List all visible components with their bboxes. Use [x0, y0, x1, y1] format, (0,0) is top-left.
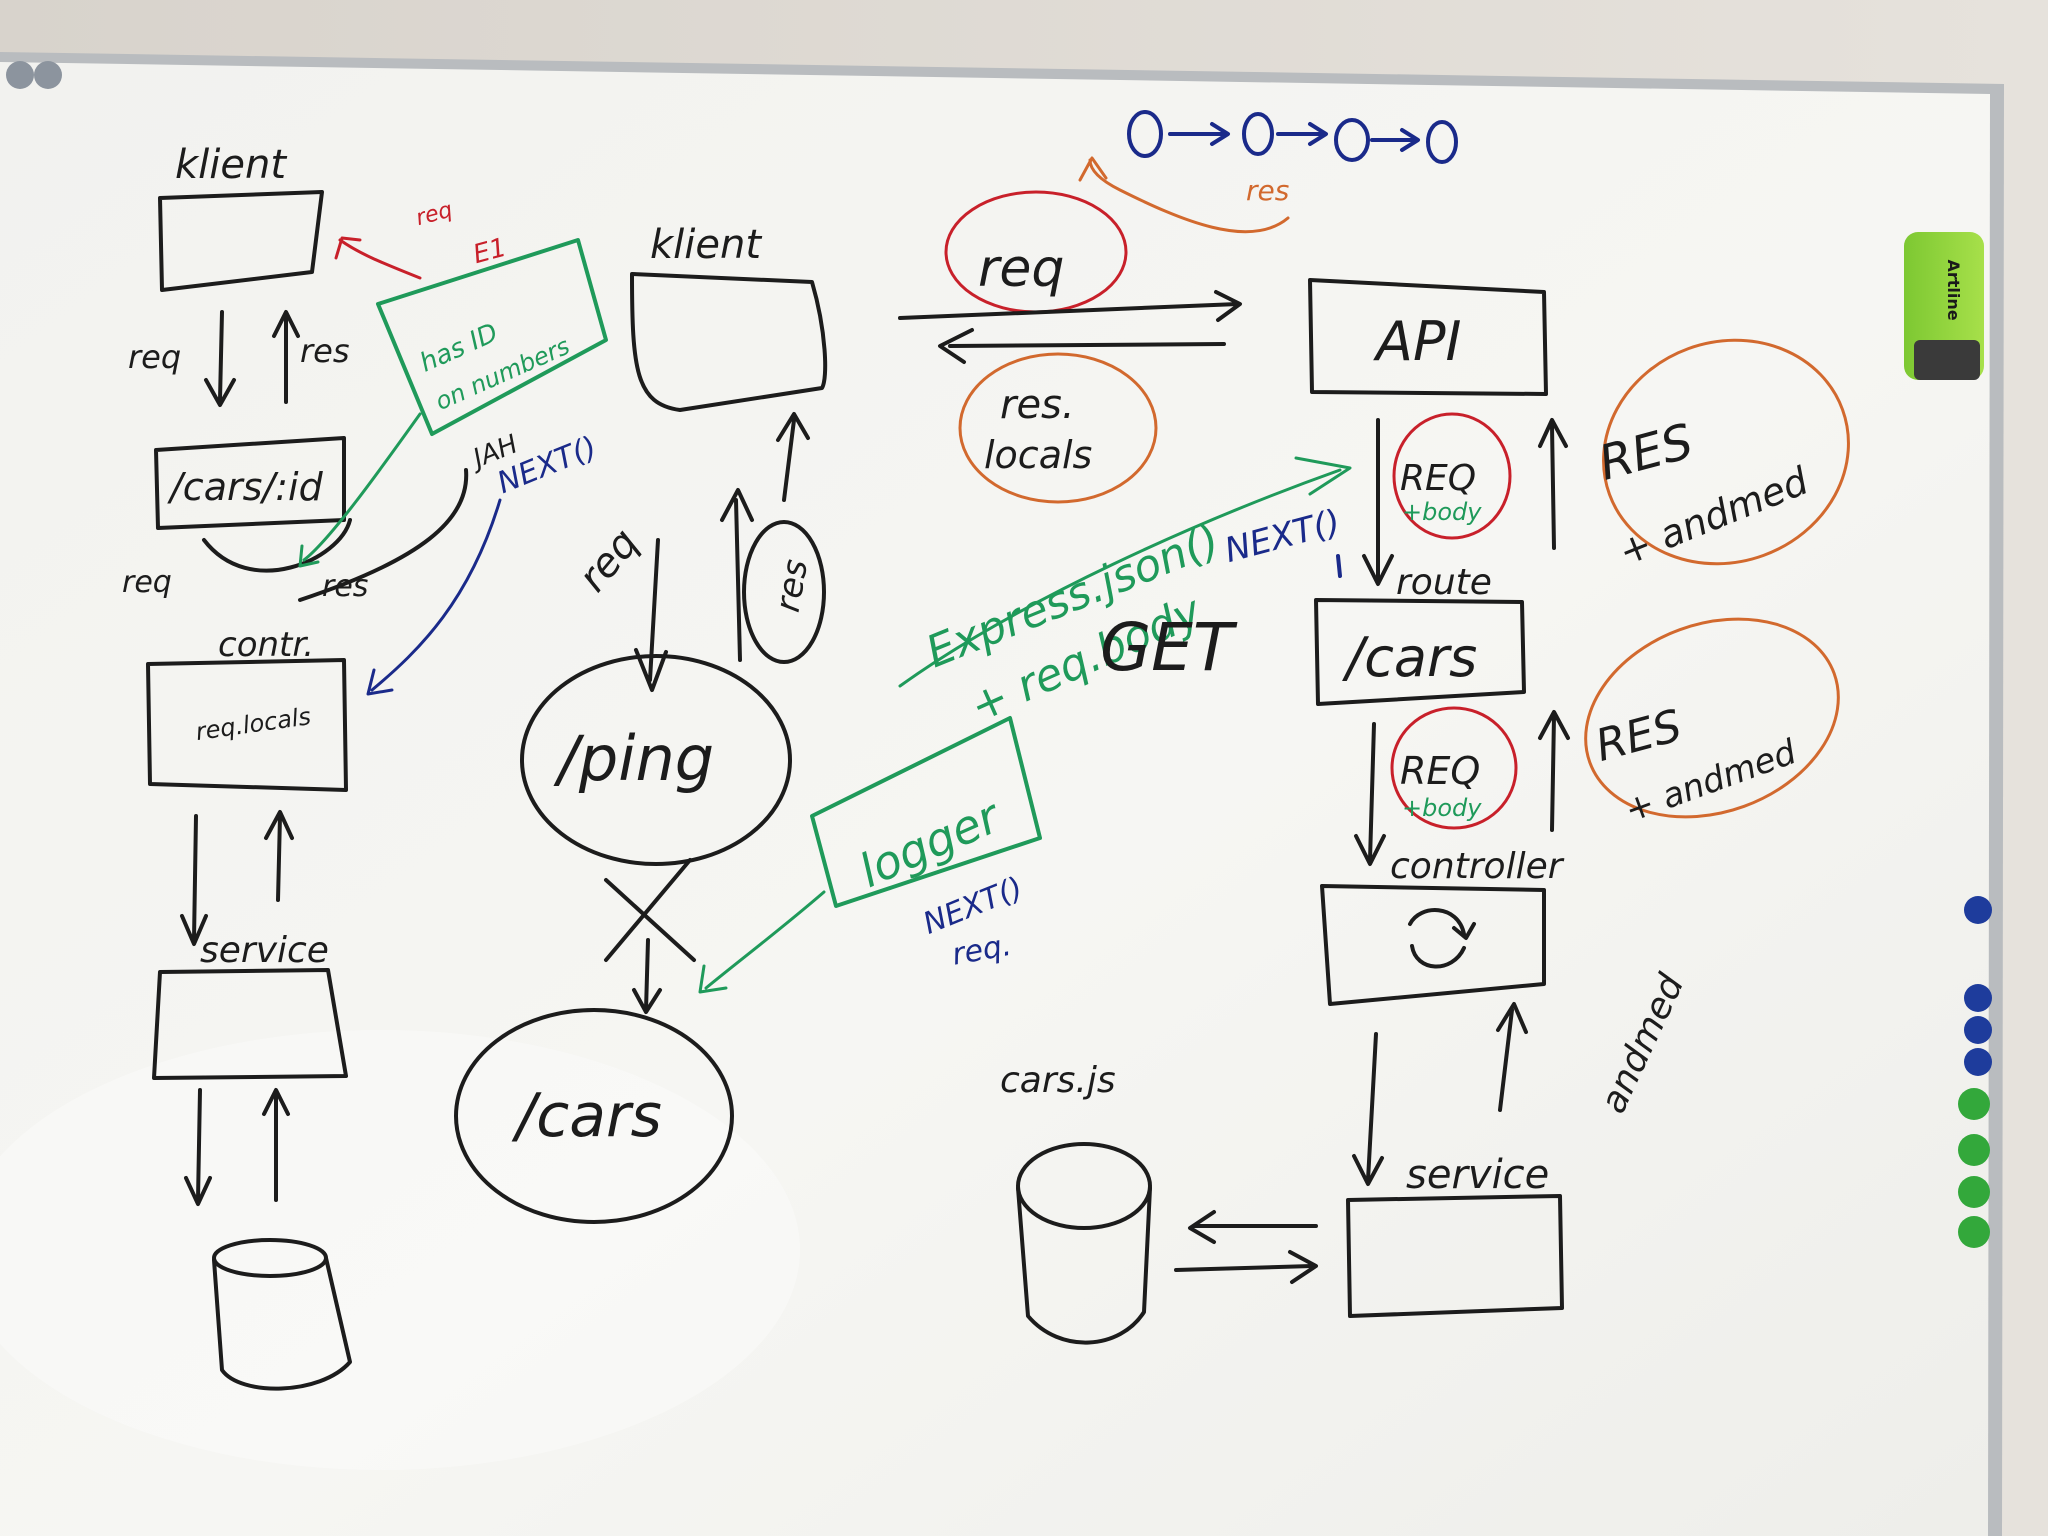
middle-cars-label: /cars — [511, 1081, 662, 1151]
left-res-label: res — [300, 332, 350, 370]
right-flow-strokes — [1016, 278, 1570, 1345]
right-req-body-1: REQ — [1400, 458, 1476, 499]
left-req2-label: req — [122, 565, 172, 600]
right-ellipses — [1390, 338, 1850, 830]
top-res-locals-line1: res. — [1000, 382, 1075, 428]
api-label: API — [1373, 310, 1461, 373]
cars-js-label: cars.js — [1000, 1060, 1116, 1101]
right-route-label: route — [1396, 562, 1492, 603]
left-req-label: req — [128, 338, 181, 376]
eraser-brand: Artline — [1944, 259, 1963, 320]
refresh-icon — [1408, 908, 1476, 969]
top-res-locals-line2: locals — [984, 433, 1092, 477]
database-icon — [212, 1238, 352, 1391]
top-middle-strokes — [898, 110, 1458, 688]
middle-flow-strokes — [454, 272, 828, 1224]
middle-res-label: res — [768, 556, 817, 615]
chain-icon — [1127, 110, 1458, 164]
magnet-pair-icon — [6, 61, 62, 89]
right-req-body-2-sub: +body — [1402, 794, 1482, 822]
left-flow-strokes — [146, 190, 469, 1391]
right-req-body-2: REQ — [1400, 749, 1480, 793]
right-magnets-icon — [1958, 896, 1992, 1248]
left-service-label: service — [200, 930, 329, 971]
middle-ping-label: /ping — [553, 722, 714, 795]
right-service-label: service — [1406, 1152, 1549, 1198]
left-route-label: /cars/:id — [167, 465, 324, 509]
left-res2-label: res — [322, 569, 368, 604]
get-label: GET — [1100, 609, 1238, 686]
right-cars-route: /cars — [1342, 626, 1477, 689]
right-controller-label: controller — [1390, 846, 1565, 887]
middle-klient-label: klient — [650, 222, 762, 268]
cars-db-icon — [1016, 1142, 1152, 1345]
left-klient-label: klient — [175, 142, 287, 188]
logger-strokes — [698, 716, 1042, 994]
eraser-icon: Artline — [1904, 232, 1984, 380]
top-req-circle: req — [978, 239, 1064, 299]
top-chain-label: res — [1246, 174, 1289, 207]
left-annotation-strokes — [298, 236, 608, 696]
left-controller-label: contr. — [218, 625, 314, 665]
right-req-body-1-sub: +body — [1402, 498, 1482, 526]
